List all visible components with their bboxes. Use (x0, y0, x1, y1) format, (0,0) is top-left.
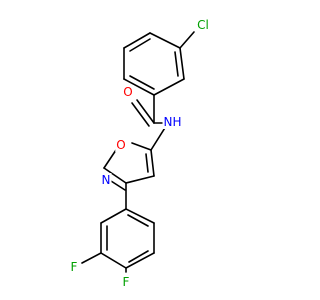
bond (103, 167, 127, 184)
label-backdrop (122, 85, 134, 99)
molecule-structure: Cl O N H O N F F (69, 18, 210, 289)
label-backdrop (100, 173, 112, 187)
ring-nitrogen-label: N (102, 173, 111, 187)
bond (136, 99, 155, 124)
fluorine-3-label: F (71, 260, 78, 274)
bond (110, 180, 126, 191)
bond (125, 208, 155, 224)
fluorine-4-label: F (123, 275, 130, 289)
chlorine-label: Cl (197, 18, 209, 32)
bond (149, 32, 181, 49)
bond (103, 149, 117, 169)
bond (81, 252, 102, 264)
bond (128, 250, 149, 263)
bond (127, 214, 149, 227)
label-backdrop (115, 138, 127, 152)
bond (100, 208, 127, 224)
bond (174, 51, 179, 77)
bond (153, 78, 185, 96)
bond (129, 75, 155, 90)
bonds (81, 31, 195, 273)
label-backdrop (69, 260, 79, 274)
bond (129, 38, 151, 52)
atom-labels: Cl O N H O N F F (69, 18, 210, 289)
bond (125, 252, 155, 269)
bond (150, 149, 155, 177)
bond (123, 32, 151, 49)
bond (145, 153, 149, 173)
bond (179, 47, 185, 80)
label-backdrop (171, 115, 183, 129)
bond (131, 102, 150, 127)
bond (100, 252, 127, 269)
bond (131, 142, 152, 151)
amide-hydrogen-label: H (172, 115, 181, 129)
carbonyl-oxygen-label: O (123, 85, 132, 99)
ring-oxygen-label: O (116, 138, 125, 152)
label-backdrop (121, 275, 131, 289)
bond (179, 31, 195, 49)
bond (123, 78, 155, 96)
label-backdrop (162, 115, 174, 129)
bond (125, 175, 155, 184)
label-backdrop (196, 18, 210, 32)
amide-nitrogen-label: N (164, 115, 173, 129)
